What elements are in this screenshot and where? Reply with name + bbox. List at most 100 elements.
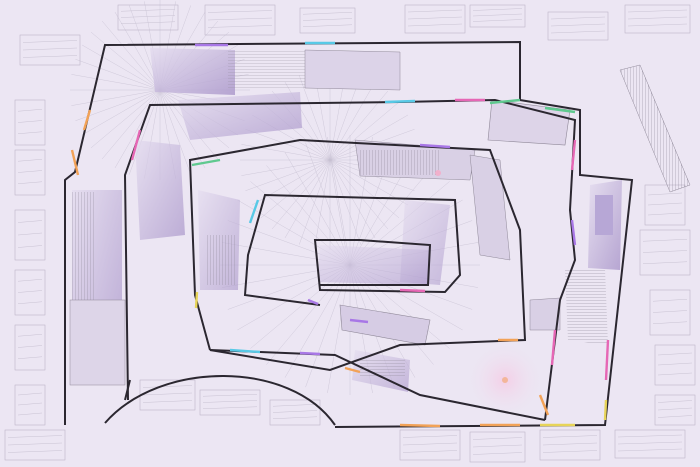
sketch-line — [657, 415, 693, 418]
perspective-ray — [81, 89, 161, 136]
wall-accent-cyan — [248, 199, 260, 224]
sketch-line — [402, 442, 458, 446]
perspective-ray — [329, 159, 389, 230]
sketch-frame — [199, 389, 261, 416]
sketch-line — [17, 170, 43, 173]
sketch-line — [627, 23, 688, 27]
sketch-line — [17, 220, 43, 223]
sketch-line — [647, 202, 683, 206]
sketch-line — [407, 9, 463, 13]
sketch-frame — [644, 184, 686, 226]
sketch-line — [550, 23, 606, 27]
wall-accent-yellow — [194, 291, 199, 309]
sketch-line — [302, 12, 353, 15]
volume-far-right-inner — [595, 195, 613, 235]
sketch-line — [472, 437, 523, 440]
volume-right-stack — [565, 268, 608, 345]
perspective-ray — [329, 81, 376, 161]
sketch-frame — [4, 429, 66, 461]
wall-accent-orange — [70, 149, 80, 176]
sketch-line — [617, 441, 683, 445]
sketch-line — [202, 394, 258, 397]
perspective-ray — [329, 159, 400, 219]
wall-accent-pink — [604, 339, 610, 381]
sketch-line — [17, 301, 43, 304]
sketch-frame — [547, 11, 609, 41]
wall-accent-cyan — [384, 99, 416, 104]
wall-accent-pink — [130, 129, 142, 161]
sketch-line — [17, 232, 43, 236]
sketch-line — [402, 450, 458, 453]
sketch-line — [120, 9, 176, 12]
sketch-frame — [269, 399, 321, 426]
sketch-line — [642, 261, 688, 264]
sketch-line — [17, 334, 43, 337]
sketch-line — [272, 404, 318, 407]
perspective-ray — [329, 159, 376, 239]
perspective-ray — [271, 159, 331, 230]
sketch-line — [652, 321, 688, 324]
wall-accent-green — [544, 106, 576, 114]
perspective-ray — [284, 264, 351, 378]
wall-accent-purple — [299, 351, 321, 356]
sketch-line — [202, 406, 258, 409]
wall-accent-segments — [70, 41, 610, 428]
wall-accent-purple — [349, 318, 369, 324]
sketch-frame — [404, 4, 466, 34]
volume-lower-center — [339, 304, 431, 346]
sketch-line — [142, 400, 193, 403]
sketch-line — [302, 18, 353, 21]
sketch-line — [7, 450, 63, 453]
sketch-line — [22, 47, 78, 51]
sketch-line — [472, 8, 523, 11]
lower-connector-wall — [124, 349, 546, 421]
perspective-ray — [327, 264, 351, 394]
sketch-line — [17, 245, 43, 248]
perspective-ray — [299, 159, 331, 245]
sketch-frame — [614, 429, 686, 459]
sketch-line — [272, 416, 318, 419]
sketch-line — [207, 17, 273, 21]
third-ring-wall — [188, 138, 527, 372]
wall-accent-orange — [344, 366, 361, 374]
sketch-line — [402, 435, 458, 438]
sketch-line — [17, 109, 43, 112]
sketch-line — [652, 310, 688, 313]
wall-accent-green — [191, 158, 221, 167]
sketch-line — [22, 55, 78, 58]
sketch-frame — [19, 34, 81, 66]
sketch-line — [542, 450, 598, 453]
volume-left-hatch — [72, 192, 94, 312]
sketch-frame — [654, 394, 696, 426]
sketch-frame — [654, 344, 696, 386]
sketch-line — [17, 402, 43, 406]
sketch-line — [17, 356, 43, 359]
sketch-line — [542, 435, 598, 438]
sketch-frame — [539, 429, 601, 461]
perspective-ray — [314, 159, 331, 249]
perspective-ray — [101, 89, 161, 160]
sketch-frame — [399, 429, 461, 461]
margin-sketches — [4, 4, 696, 463]
perspective-ray — [329, 114, 409, 161]
perspective-ray — [71, 89, 161, 106]
sketch-line — [17, 120, 43, 123]
sketch-frame — [14, 149, 46, 196]
volume-top-hatch — [228, 50, 308, 90]
marker-point — [502, 377, 508, 383]
perspective-ray — [245, 159, 331, 191]
sketch-frame — [299, 7, 356, 34]
wall-accent-cyan — [229, 348, 261, 354]
sketch-line — [407, 16, 463, 20]
outer-arc-wall — [104, 375, 336, 426]
fourth-ring-wall — [243, 193, 462, 306]
wall-accent-purple — [570, 219, 577, 246]
sketch-frame — [469, 431, 526, 463]
sketch-line — [472, 444, 523, 448]
sketch-line — [17, 279, 43, 282]
wall-accent-purple — [419, 143, 451, 149]
sketch-line — [207, 25, 273, 28]
perspective-ray — [329, 101, 400, 161]
